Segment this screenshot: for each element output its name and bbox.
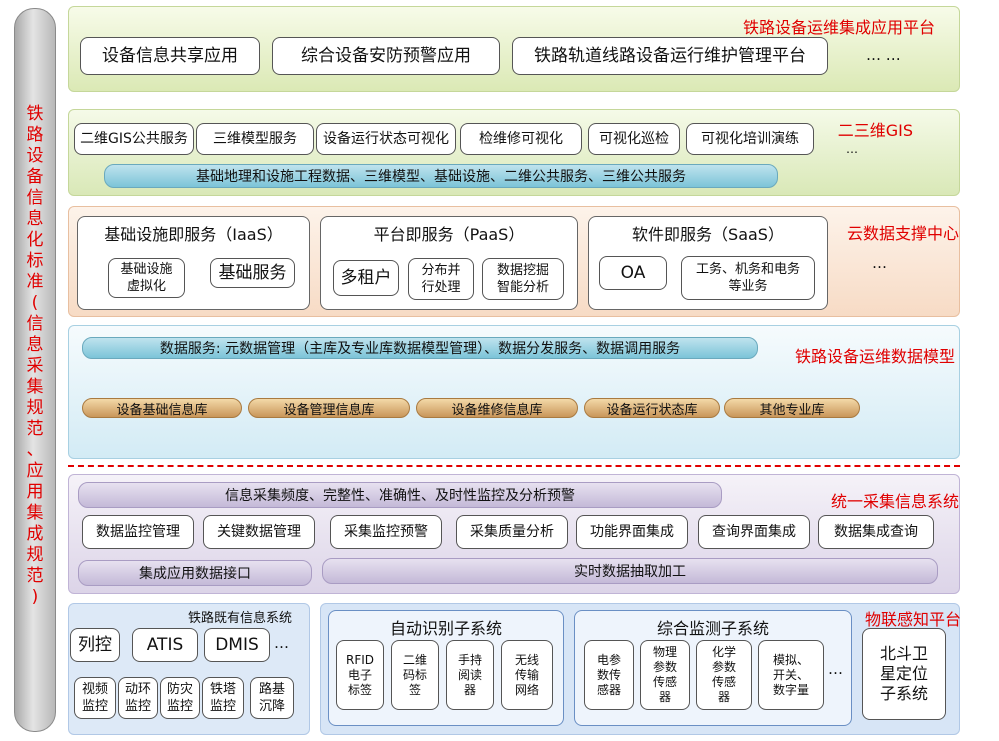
data-service-bar: 数据服务: 元数据管理（主库及专业库数据模型管理）、数据分发服务、数据调用服务 [82,337,758,359]
monitor-electric: 电参 数传 感器 [584,640,634,710]
saas-title: 软件即服务（SaaS） [632,225,784,244]
gis-item-training: 可视化培训演练 [686,123,814,155]
existing-video: 视频 监控 [74,677,116,719]
app-more: … … [866,46,901,64]
db-maintenance: 设备维修信息库 [416,398,578,418]
db-running-status: 设备运行状态库 [584,398,720,418]
beidou-subsystem: 北斗卫 星定位 子系统 [862,628,946,720]
collection-item-data-query: 数据集成查询 [818,515,934,549]
collection-item-query-integration: 查询界面集成 [698,515,810,549]
paas-data-mining: 数据挖掘 智能分析 [482,258,564,300]
monitor-analog: 模拟、 开关、 数字量 [758,640,824,710]
standards-label: 铁 路 设 备 信 息 化 标 准 ( 信 息 采 集 规 范 、 应 用 集 … [26,104,44,607]
auto-id-rfid: RFID 电子 标签 [336,640,384,710]
cloud-more: … [872,254,887,272]
auto-id-qrcode: 二维 码标 签 [391,640,439,710]
auto-id-wireless: 无线 传输 网络 [501,640,553,710]
existing-disaster: 防灾 监控 [160,677,200,719]
dashed-divider [68,465,960,467]
db-management: 设备管理信息库 [248,398,410,418]
gis-base-bar: 基础地理和设施工程数据、三维模型、基础设施、二维公共服务、三维公共服务 [104,164,778,188]
gis-item-inspection: 可视化巡检 [588,123,680,155]
paas-title: 平台即服务（PaaS） [373,225,525,244]
collection-item-monitor: 数据监控管理 [82,515,194,549]
existing-more: … [274,634,289,652]
iot-title: 物联感知平台 [864,610,961,629]
gis-item-repair-vis: 检维修可视化 [460,123,582,155]
monitor-title: 综合监测子系统 [656,619,769,638]
existing-env: 动环 监控 [118,677,158,719]
collection-item-quality: 采集质量分析 [456,515,568,549]
standards-sidebar: 铁 路 设 备 信 息 化 标 准 ( 信 息 采 集 规 范 、 应 用 集 … [14,8,56,732]
iaas-title: 基础设施即服务（IaaS） [104,225,283,244]
monitor-physical: 物理 参数 传感 器 [640,640,690,710]
gis-item-status-vis: 设备运行状态可视化 [316,123,456,155]
db-basic-info: 设备基础信息库 [82,398,242,418]
saas-oa: OA [599,256,667,290]
existing-tower: 铁塔 监控 [202,677,244,719]
existing-dmis: DMIS [204,628,270,662]
saas-business: 工务、机务和电务 等业务 [681,256,815,300]
monitor-chemical: 化学 参数 传感 器 [696,640,752,710]
app-platform-title: 铁路设备运维集成应用平台 [742,18,935,37]
gis-more: … [846,142,858,156]
collection-title: 统一采集信息系统 [830,492,959,511]
gis-item-2d: 二维GIS公共服务 [74,123,194,155]
db-other: 其他专业库 [724,398,860,418]
data-model-title: 铁路设备运维数据模型 [794,347,955,366]
app-item-share: 设备信息共享应用 [80,37,260,75]
app-item-track-maintenance: 铁路轨道线路设备运行维护管理平台 [512,37,828,75]
gis-item-3d-model: 三维模型服务 [196,123,314,155]
existing-lk: 列控 [70,628,120,662]
existing-subgrade: 路基 沉降 [250,677,294,719]
collection-item-alert: 采集监控预警 [330,515,442,549]
gis-title: 二三维GIS [837,121,913,140]
collection-top-bar: 信息采集频度、完整性、准确性、及时性监控及分析预警 [78,482,722,508]
paas-distributed: 分布并 行处理 [408,258,474,300]
app-item-security: 综合设备安防预警应用 [272,37,500,75]
collection-item-ui-integration: 功能界面集成 [576,515,688,549]
auto-id-handheld: 手持 阅读 器 [446,640,494,710]
iaas-basic-service: 基础服务 [210,258,295,288]
collection-item-key-data: 关键数据管理 [203,515,315,549]
cloud-title: 云数据支撑中心 [846,224,959,243]
collection-realtime-bar: 实时数据抽取加工 [322,558,938,584]
collection-interface-bar: 集成应用数据接口 [78,560,312,586]
paas-multitenant: 多租户 [333,260,399,296]
existing-atis: ATIS [132,628,198,662]
existing-systems-title: 铁路既有信息系统 [188,611,293,626]
auto-id-title: 自动识别子系统 [389,619,502,638]
monitor-more: … [828,660,843,678]
iaas-virtualization: 基础设施 虚拟化 [108,258,185,298]
